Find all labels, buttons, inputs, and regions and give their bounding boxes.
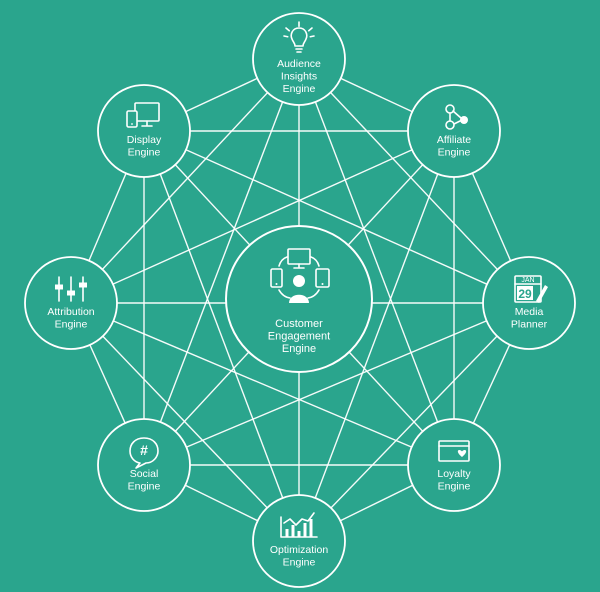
engine-nodes: AudienceInsightsEngineAffiliateEngineJAN… bbox=[24, 12, 576, 588]
devices-icon bbox=[126, 102, 160, 128]
connection-line bbox=[298, 58, 530, 304]
loyalty-engine-label-line: Engine bbox=[438, 481, 471, 493]
optimization-engine-label-line: Optimization bbox=[270, 544, 329, 556]
optimization-engine-label-line: Engine bbox=[283, 557, 316, 569]
display-engine-label-line: Display bbox=[127, 134, 162, 146]
bar-chart-trend-icon bbox=[280, 512, 318, 538]
display-engine-label-line: Engine bbox=[128, 147, 161, 159]
connection-line bbox=[70, 130, 455, 304]
attribution-engine-label-line: Engine bbox=[55, 319, 88, 331]
calendar-month-label: JAN bbox=[521, 277, 534, 284]
sliders-icon bbox=[55, 276, 87, 302]
affiliate-engine-label-line: Affiliate bbox=[437, 134, 471, 146]
connection-line bbox=[70, 302, 455, 466]
customer-engagement-engine-label-line: Engagement bbox=[268, 331, 330, 343]
loyalty-engine-label-line: Loyalty bbox=[437, 468, 471, 480]
calendar-day-label: 29 bbox=[518, 287, 532, 301]
connection-line bbox=[143, 130, 530, 304]
connection-line bbox=[298, 130, 455, 542]
hashtag-symbol: # bbox=[140, 442, 148, 458]
media-planner-circle bbox=[482, 256, 576, 350]
connection-line bbox=[70, 58, 300, 304]
lightbulb-icon bbox=[283, 21, 315, 53]
audience-insights-engine-label-line: Audience bbox=[277, 58, 321, 70]
audience-insights-engine-label-line: Engine bbox=[283, 83, 316, 95]
attribution-engine-label-line: Attribution bbox=[47, 306, 94, 318]
affiliate-engine-label-line: Engine bbox=[438, 147, 471, 159]
attribution-engine-circle bbox=[24, 256, 118, 350]
hashtag-bubble-icon: # bbox=[129, 437, 159, 469]
loyalty-engine-circle bbox=[407, 418, 501, 512]
connection-line bbox=[143, 302, 530, 466]
affiliate-engine-circle bbox=[407, 84, 501, 178]
optimization-engine-circle bbox=[252, 494, 346, 588]
customer-engagement-engine-label-line: Engine bbox=[282, 343, 316, 355]
customer-devices-icon bbox=[270, 248, 330, 303]
connection-line bbox=[143, 58, 300, 466]
connection-line bbox=[70, 302, 300, 542]
calendar-icon: JAN 29 bbox=[514, 275, 548, 303]
media-planner-label-line: Planner bbox=[511, 319, 548, 331]
share-network-icon bbox=[445, 104, 468, 130]
media-planner-label-line: Media bbox=[515, 306, 544, 318]
connection-line bbox=[143, 130, 300, 542]
audience-insights-engine-label-line: Insights bbox=[281, 71, 317, 83]
connection-line bbox=[298, 58, 455, 466]
heart-card-icon bbox=[438, 440, 470, 462]
display-engine-circle bbox=[97, 84, 191, 178]
customer-engagement-engine-label-line: Customer bbox=[275, 318, 323, 330]
social-engine-label-line: Engine bbox=[128, 481, 161, 493]
audience-insights-engine-circle bbox=[252, 12, 346, 106]
social-engine-circle bbox=[97, 418, 191, 512]
social-engine-label-line: Social bbox=[130, 468, 159, 480]
